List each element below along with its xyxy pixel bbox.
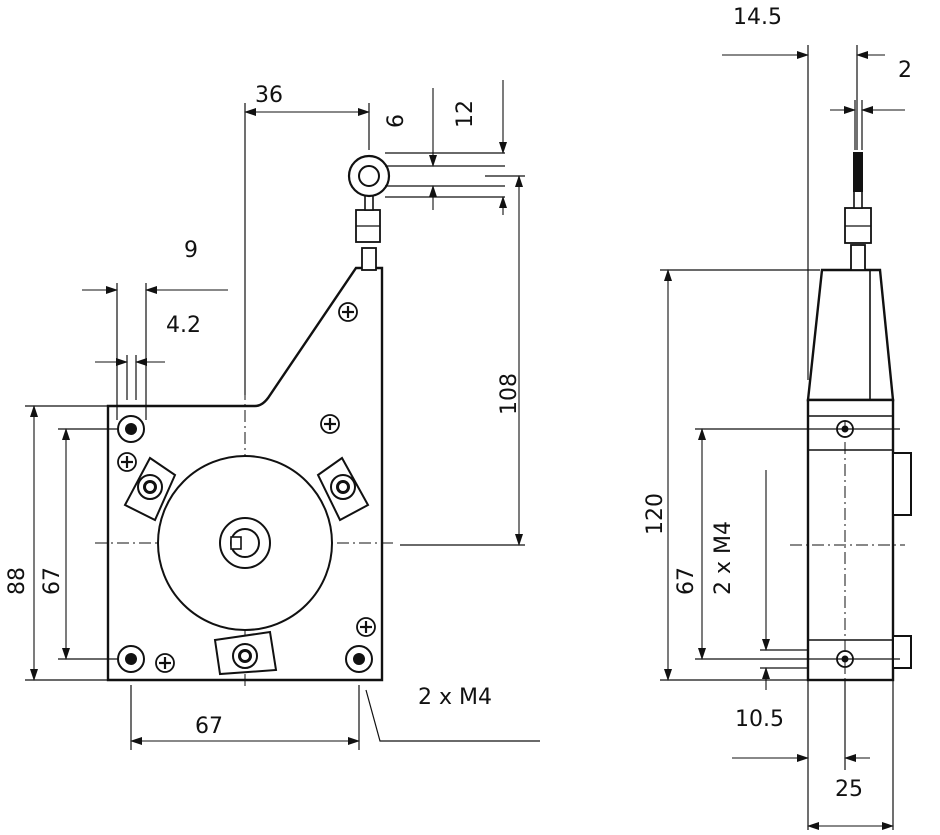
dim-10-5-label: 10.5 bbox=[735, 707, 784, 732]
dim-6-label: 6 bbox=[384, 114, 409, 128]
dim-14-5-label: 14.5 bbox=[733, 5, 782, 30]
dim-67-bottom-label: 67 bbox=[195, 714, 223, 739]
dim-36-label: 36 bbox=[255, 83, 283, 108]
dimension-labels: 14.5 2 36 6 12 9 4.2 108 88 67 67 2 x M4… bbox=[5, 5, 912, 802]
dim-120-label: 120 bbox=[643, 493, 668, 535]
dim-2-label: 2 bbox=[898, 58, 912, 83]
side-cable-fitting bbox=[844, 152, 872, 271]
dim-108-label: 108 bbox=[497, 373, 522, 415]
clamp-bolt-top-left bbox=[137, 474, 163, 500]
dim-25-label: 25 bbox=[835, 777, 863, 802]
mount-hole-top-left bbox=[117, 415, 145, 443]
mount-hole-bottom-left bbox=[117, 645, 145, 673]
clamp-bolt-top-right bbox=[330, 474, 356, 500]
screw-bottom-mid bbox=[154, 652, 176, 674]
drum-keyway bbox=[230, 536, 242, 550]
mount-hole-bottom-right bbox=[345, 645, 373, 673]
side-connector-lower bbox=[892, 635, 912, 669]
cable-fitting bbox=[347, 154, 391, 271]
screw-arm bbox=[337, 301, 359, 323]
screw-top-right bbox=[319, 413, 341, 435]
side-view bbox=[790, 152, 912, 740]
screw-bottom-right bbox=[355, 616, 377, 638]
side-upper-housing bbox=[806, 268, 895, 402]
thread-front-label: 2 x M4 bbox=[418, 685, 492, 710]
thread-side-label: 2 x M4 bbox=[711, 521, 736, 595]
dim-67-left-label: 67 bbox=[40, 567, 65, 595]
dim-67-side-label: 67 bbox=[674, 567, 699, 595]
dim-12-label: 12 bbox=[453, 100, 478, 128]
front-dimensions bbox=[25, 80, 540, 750]
side-main-housing bbox=[806, 398, 895, 682]
dim-9-label: 9 bbox=[184, 238, 198, 263]
dim-4-2-label: 4.2 bbox=[166, 313, 201, 338]
side-dimensions bbox=[660, 45, 905, 830]
dim-88-label: 88 bbox=[5, 567, 30, 595]
clamp-bolt-bottom bbox=[232, 643, 258, 669]
screw-left-mid bbox=[116, 451, 138, 473]
side-cable-eyelet bbox=[853, 152, 863, 192]
side-connector-upper bbox=[892, 452, 912, 516]
